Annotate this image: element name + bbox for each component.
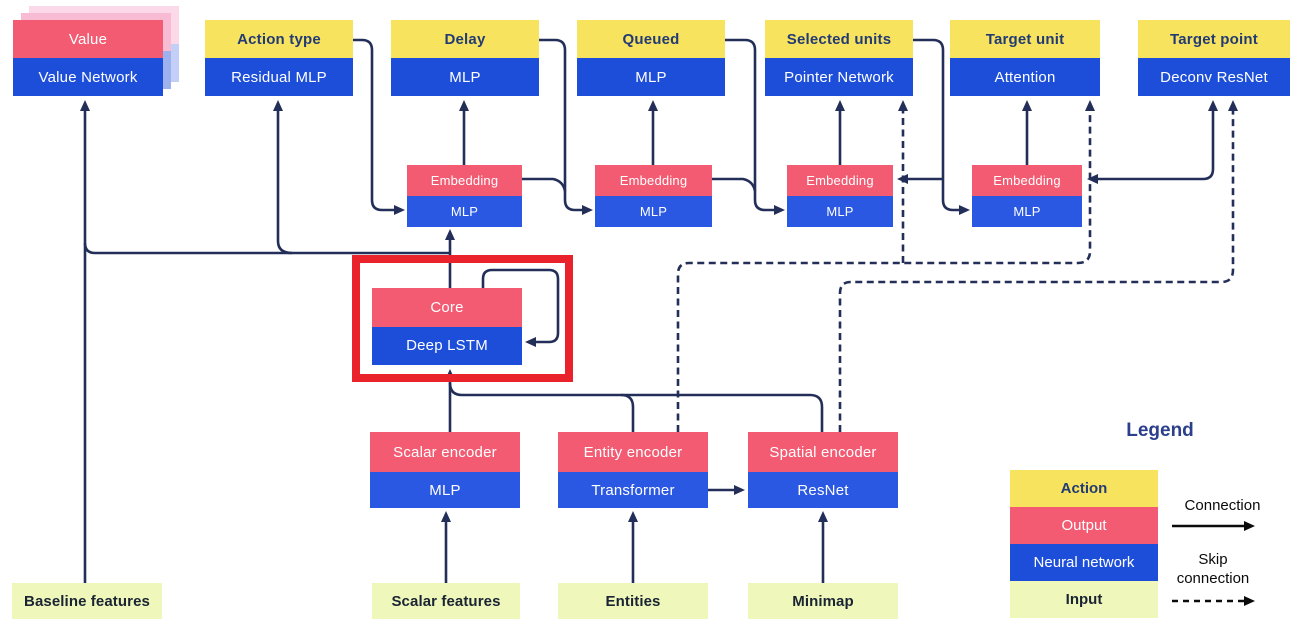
embedding-2-network-label: MLP xyxy=(595,196,712,227)
target-unit-label: Target unit xyxy=(950,20,1100,58)
node-core: Core Deep LSTM xyxy=(372,288,522,365)
node-target-unit: Target unit Attention xyxy=(950,20,1100,96)
skip-connections xyxy=(676,100,1238,432)
highlight-box xyxy=(352,255,573,382)
embedding-1-label: Embedding xyxy=(407,165,522,196)
node-embedding-1: Embedding MLP xyxy=(407,165,522,227)
wire-selected-units-to-embedding4 xyxy=(912,38,970,215)
legend-connection-label: Connection xyxy=(1184,497,1261,514)
core-network-label: Deep LSTM xyxy=(372,326,522,365)
legend-swatch-neural-network: Neural network xyxy=(1010,544,1158,581)
embedding-3-label: Embedding xyxy=(787,165,893,196)
core-label: Core xyxy=(372,288,522,327)
node-embedding-3: Embedding MLP xyxy=(787,165,893,227)
input-minimap: Minimap xyxy=(748,583,898,619)
node-queued: Queued MLP xyxy=(577,20,725,96)
node-action-type: Action type Residual MLP xyxy=(205,20,353,96)
delay-network-label: MLP xyxy=(391,58,539,96)
queued-label: Queued xyxy=(577,20,725,58)
node-scalar-encoder: Scalar encoder MLP xyxy=(370,432,520,508)
solid-connections xyxy=(80,38,1218,583)
embedding-4-network-label: MLP xyxy=(972,196,1082,227)
node-entity-encoder: Entity encoder Transformer xyxy=(558,432,708,508)
embedding-3-network-label: MLP xyxy=(787,196,893,227)
wire-core-to-left xyxy=(83,242,450,255)
wire-action-type-to-embedding1 xyxy=(353,38,405,215)
skip-entity-to-attention xyxy=(676,100,1095,432)
target-unit-network-label: Attention xyxy=(950,58,1100,96)
input-baseline-features: Baseline features xyxy=(12,583,162,619)
selected-units-network-label: Pointer Network xyxy=(765,58,913,96)
embedding-2-label: Embedding xyxy=(595,165,712,196)
legend-title: Legend xyxy=(1126,420,1194,441)
entity-encoder-network-label: Transformer xyxy=(558,472,708,508)
delay-label: Delay xyxy=(391,20,539,58)
action-type-network-label: Residual MLP xyxy=(205,58,353,96)
legend-arrows xyxy=(1172,521,1255,606)
wire-to-action-type xyxy=(273,100,293,255)
wire-encoder-trunk xyxy=(448,382,824,432)
value-network-label: Value Network xyxy=(13,58,163,96)
scalar-encoder-label: Scalar encoder xyxy=(370,432,520,472)
embedding-1-network-label: MLP xyxy=(407,196,522,227)
wire-embedding1-right xyxy=(522,177,567,192)
spatial-encoder-network-label: ResNet xyxy=(748,472,898,508)
legend-skip-connection-label: Skip connection xyxy=(1176,551,1250,587)
wire-embedding2-right xyxy=(712,177,757,192)
wire-delay-to-embedding2 xyxy=(539,38,593,215)
wire-entity-to-trunk xyxy=(620,393,635,432)
scalar-encoder-network-label: MLP xyxy=(370,472,520,508)
wire-queued-to-embedding3 xyxy=(723,38,785,215)
node-embedding-4: Embedding MLP xyxy=(972,165,1082,227)
node-embedding-2: Embedding MLP xyxy=(595,165,712,227)
legend-swatch-action: Action xyxy=(1010,470,1158,507)
input-entities: Entities xyxy=(558,583,708,619)
node-selected-units: Selected units Pointer Network xyxy=(765,20,913,96)
action-type-label: Action type xyxy=(205,20,353,58)
target-point-label: Target point xyxy=(1138,20,1290,58)
input-scalar-features: Scalar features xyxy=(372,583,520,619)
value-output-label: Value xyxy=(13,20,163,58)
node-target-point: Target point Deconv ResNet xyxy=(1138,20,1290,96)
queued-network-label: MLP xyxy=(577,58,725,96)
spatial-encoder-label: Spatial encoder xyxy=(748,432,898,472)
wire-embedding4-to-target-point xyxy=(1202,100,1218,181)
legend-swatch-output: Output xyxy=(1010,507,1158,544)
wire-lstm-recurrent-loop xyxy=(481,268,560,347)
entity-encoder-label: Entity encoder xyxy=(558,432,708,472)
selected-units-label: Selected units xyxy=(765,20,913,58)
skip-spatial-to-deconv xyxy=(838,100,1238,432)
embedding-4-label: Embedding xyxy=(972,165,1082,196)
node-value-head: Value Value Network xyxy=(13,20,163,96)
target-point-network-label: Deconv ResNet xyxy=(1138,58,1290,96)
node-delay: Delay MLP xyxy=(391,20,539,96)
node-spatial-encoder: Spatial encoder ResNet xyxy=(748,432,898,508)
legend-swatch-input: Input xyxy=(1010,581,1158,618)
